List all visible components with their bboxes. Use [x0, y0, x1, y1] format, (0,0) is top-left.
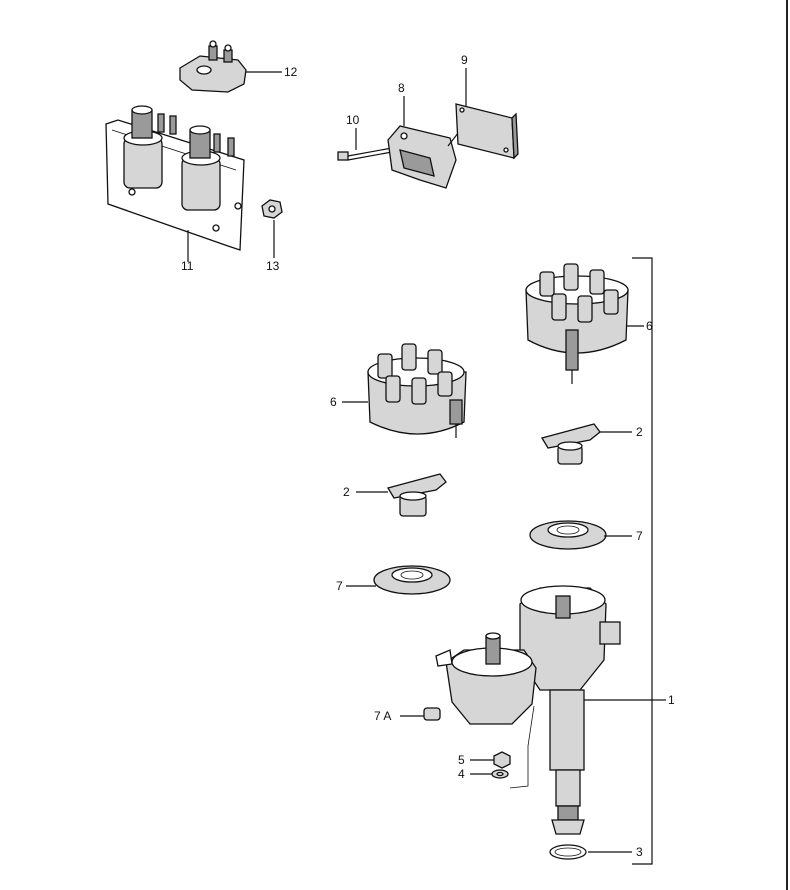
- label-13: 13: [266, 259, 280, 273]
- part-6-cap-middle: [342, 343, 467, 438]
- label-12: 12: [284, 65, 298, 79]
- part-9-plate: [455, 68, 519, 160]
- label-3: 3: [636, 845, 643, 859]
- label-6-middle: 6: [330, 395, 337, 409]
- label-7-left: 7: [336, 579, 343, 593]
- part-7-shield-left: [346, 565, 451, 595]
- label-2-upper: 2: [636, 425, 643, 439]
- label-11: 11: [181, 259, 194, 273]
- label-2-middle: 2: [343, 485, 350, 499]
- part-1-distributor: [435, 585, 652, 835]
- part-12-terminal-block: [179, 40, 282, 93]
- part-2-rotor-upper: [540, 423, 632, 465]
- label-8: 8: [398, 81, 405, 95]
- part-11-ignition-coils: [105, 105, 245, 262]
- part-10-bolt: [337, 128, 393, 161]
- label-1: 1: [668, 693, 675, 707]
- part-13-nut: [261, 199, 283, 258]
- label-10: 10: [346, 113, 360, 127]
- label-5: 5: [458, 753, 465, 767]
- label-4: 4: [458, 767, 465, 781]
- label-6-upper: 6: [646, 319, 653, 333]
- part-7-shield-right: [529, 520, 632, 550]
- part-8-control-unit: [387, 96, 463, 189]
- label-7-right: 7: [636, 529, 643, 543]
- group-bracket: [632, 257, 666, 865]
- part-2-rotor-middle: [356, 473, 447, 517]
- part-4-washer: [470, 769, 509, 779]
- part-6-cap-upper: [525, 263, 644, 384]
- part-5-nut: [470, 751, 511, 769]
- label-9: 9: [461, 53, 468, 67]
- part-3-o-ring: [549, 844, 632, 860]
- part-7A-fitting: [400, 707, 441, 721]
- label-7A: 7 A: [374, 709, 391, 723]
